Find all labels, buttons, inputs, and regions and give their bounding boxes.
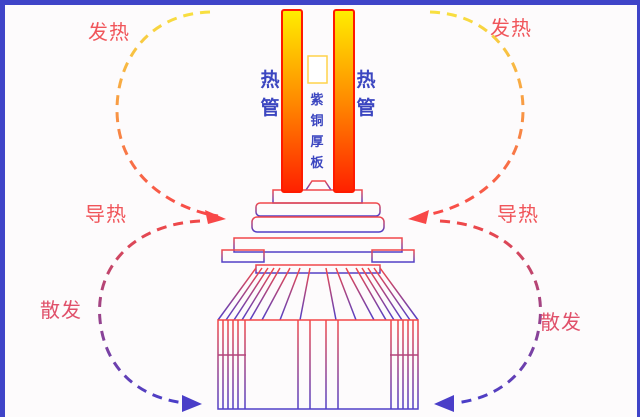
heat-pipe-left <box>281 9 303 193</box>
label-conduct-left: 导热 <box>85 202 127 226</box>
label-heat-gen-right: 发热 <box>490 16 532 40</box>
arc-bottom-right <box>439 219 542 405</box>
arc-top-right <box>419 10 525 218</box>
label-heat-gen-left: 发热 <box>88 20 130 44</box>
arrow-icon <box>434 395 454 412</box>
label-dissipate-left: 散发 <box>40 298 82 322</box>
arrow-icon <box>182 395 202 412</box>
label-dissipate-right: 散发 <box>540 310 582 334</box>
arrow-icon <box>408 210 429 224</box>
copper-plate-label: 紫铜厚板 <box>310 93 324 171</box>
heat-pipe-right <box>333 9 355 193</box>
arc-bottom-left <box>98 219 201 405</box>
arc-top-left <box>115 10 219 218</box>
label-conduct-right: 导热 <box>497 202 539 226</box>
heat-pipe-label-right: 热管 <box>356 69 376 119</box>
copper-plate-chip <box>307 55 328 84</box>
heat-pipe-label-left: 热管 <box>260 69 280 119</box>
arrow-icon <box>205 210 226 224</box>
bulb-outline <box>217 180 419 410</box>
